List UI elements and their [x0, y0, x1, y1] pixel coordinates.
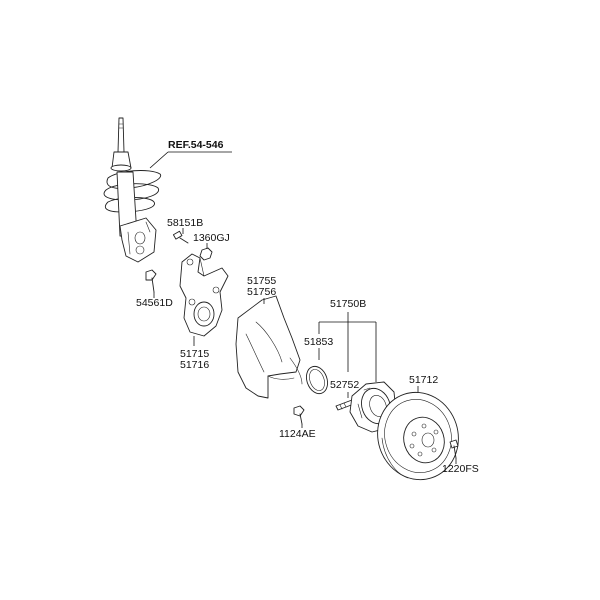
- label-51853: 51853: [304, 336, 333, 348]
- brake-disc: [377, 386, 459, 481]
- reference-callout: REF.54-546: [149, 139, 232, 169]
- o-ring: [306, 365, 328, 395]
- label-52752: 52752: [330, 379, 359, 391]
- label-51756: 51756: [247, 286, 276, 298]
- bolt-1124AE: [293, 405, 305, 428]
- bolt-54561D: [145, 269, 157, 298]
- bolt-58151B: [172, 228, 189, 244]
- nut-1360GJ: [199, 243, 213, 261]
- reference-label: REF.54-546: [168, 139, 224, 151]
- label-51712: 51712: [409, 374, 438, 386]
- label-1360GJ: 1360GJ: [193, 232, 230, 244]
- label-54561D: 54561D: [136, 297, 173, 309]
- label-51715: 51715: [180, 348, 209, 360]
- label-58151B: 58151B: [167, 217, 203, 229]
- steering-knuckle: [179, 253, 229, 346]
- label-1124AE: 1124AE: [279, 428, 316, 440]
- hub-group-bracket: [318, 312, 377, 382]
- label-51750B: 51750B: [330, 298, 366, 310]
- strut-assembly: [103, 117, 162, 263]
- label-51755: 51755: [247, 275, 276, 287]
- label-1220FS: 1220FS: [442, 463, 479, 475]
- screw-1220FS: [449, 439, 459, 464]
- dust-shield: [235, 295, 303, 399]
- label-51716: 51716: [180, 359, 209, 371]
